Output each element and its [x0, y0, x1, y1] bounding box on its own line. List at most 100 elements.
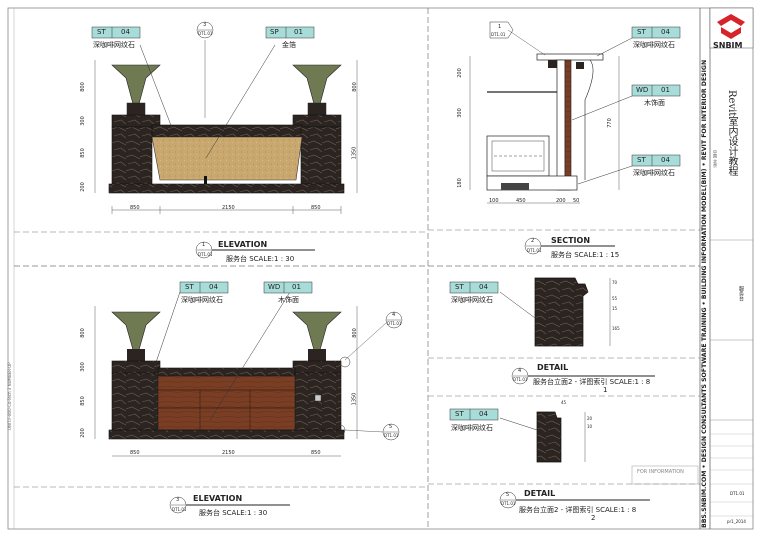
tag-st-3[interactable]	[631, 154, 681, 167]
label-stone-5: 深咖啡网纹石	[451, 296, 493, 304]
section-plinth	[486, 175, 578, 191]
sdim-180-v: 180	[456, 178, 463, 188]
wood-panel	[157, 375, 296, 431]
callout-3-ref: DT1.01	[198, 31, 213, 36]
dim-850-a: 850	[130, 205, 140, 211]
gold-panel-mark	[204, 176, 207, 188]
tag-st-5-code: ST	[455, 283, 464, 291]
detail1-profile	[534, 277, 589, 347]
dim-2150-a: 2150	[222, 205, 235, 211]
elev2-num: 3	[176, 497, 180, 503]
elev1-num: 1	[202, 242, 206, 248]
callout-5-ref: DT1.01	[384, 433, 399, 438]
det1-dim-165: 165	[612, 326, 620, 331]
elevation-1	[91, 21, 358, 214]
tag-st-3-num: 04	[661, 156, 670, 164]
sheet-border	[7, 7, 754, 530]
logo-icon	[717, 14, 745, 39]
pier-left	[111, 126, 153, 185]
section-lamp	[584, 59, 594, 180]
for-info-label: FOR INFORMATION	[637, 469, 684, 475]
det2-ref: DT1.01	[501, 501, 516, 506]
elev2-subtitle: 服务台 SCALE:1 : 30	[199, 509, 268, 517]
section-subtitle: 服务台 SCALE:1 : 15	[551, 251, 620, 259]
tag-wd-1[interactable]	[631, 84, 681, 97]
dim-300-a: 300	[79, 116, 86, 126]
tag-st-2[interactable]	[631, 26, 681, 39]
leader-st	[139, 44, 173, 129]
tag-sp-1[interactable]	[265, 26, 315, 39]
tag-st-6-num: 04	[479, 410, 488, 418]
plinth	[108, 183, 345, 194]
label-wood-1: 木饰面	[644, 99, 665, 107]
elev1-ref: DT1.01	[198, 252, 213, 257]
callout-1-ref: DT1.01	[491, 32, 506, 37]
label-stone-4: 深咖啡网纹石	[181, 296, 223, 304]
det1-dim-15: 15	[612, 306, 618, 311]
tag-wd-2-num: 01	[292, 283, 301, 291]
tag-st-6[interactable]	[449, 408, 499, 421]
label-gold: 金箔	[282, 41, 296, 49]
title-block	[699, 7, 754, 529]
section-post	[556, 59, 566, 191]
dim2-1350: 1350	[351, 392, 358, 406]
det2-dim-45: 45	[561, 400, 567, 405]
plinth2	[108, 429, 345, 440]
section-top	[536, 53, 604, 61]
tag-st-2-num: 04	[661, 28, 670, 36]
callout-3-num: 3	[203, 22, 207, 28]
label-stone-6: 深咖啡网纹石	[451, 424, 493, 432]
dim2-800-a: 800	[79, 328, 86, 338]
callout-5-num: 5	[389, 424, 393, 430]
dim-200-a: 200	[79, 182, 86, 192]
tag-wd-2[interactable]	[263, 281, 313, 294]
det1-dim-70: 70	[612, 280, 618, 285]
section-ref: DT1.01	[527, 248, 542, 253]
view-title-markers	[169, 237, 655, 514]
section-view	[469, 21, 681, 204]
tag-st-2-code: ST	[637, 28, 646, 36]
det2-dim-10: 10	[587, 424, 593, 429]
dim-800-a: 800	[79, 82, 86, 92]
sheet-number: DT1.01	[730, 491, 745, 496]
tag-st-1-code: ST	[97, 28, 106, 36]
pier2-left	[111, 372, 159, 431]
pier2-right	[294, 372, 342, 431]
det2-title: DETAIL	[524, 489, 556, 498]
detail5-marker	[334, 424, 346, 436]
logo-text: SNBIM	[713, 41, 743, 50]
det1-subtitle: 服务台立面2 - 详图索引 SCALE:1 : 8	[533, 378, 651, 386]
leader-section-st	[596, 37, 633, 57]
dim2-850-c: 850	[79, 396, 86, 406]
detail4-marker	[339, 356, 351, 368]
leader-section-st2	[577, 165, 633, 185]
det2-dim-20: 20	[587, 416, 593, 421]
label-wood-2: 木饰面	[278, 296, 299, 304]
planter-right	[292, 64, 342, 105]
elev2-ref: DT1.01	[172, 507, 187, 512]
left-strip-text: UNIT.F-800-Co-Tech 3 NUMBER-UP	[7, 362, 12, 430]
for-info-box	[631, 465, 699, 485]
sdim-300-v: 300	[456, 108, 463, 118]
det1-dim-55: 55	[612, 296, 618, 301]
callout-4-ref: DT1.01	[387, 321, 402, 326]
tag-st-3-code: ST	[637, 156, 646, 164]
counter2-top-mid	[157, 367, 296, 377]
tag-st-1[interactable]	[91, 26, 141, 39]
label-stone-2: 深咖啡网纹石	[633, 41, 675, 49]
planter2-right	[292, 311, 342, 351]
callout-1[interactable]	[489, 21, 514, 39]
dim2-800-b: 800	[351, 328, 358, 338]
section-foot	[501, 183, 529, 190]
tag-st-4[interactable]	[179, 281, 229, 294]
counter2-top-right	[292, 360, 342, 374]
tag-wd-1-num: 01	[661, 86, 670, 94]
det1-idx: 1	[603, 386, 608, 394]
label-stone-3: 深咖啡网纹石	[633, 169, 675, 177]
det1-ref: DT1.01	[513, 377, 528, 382]
elev2-title: ELEVATION	[193, 494, 243, 503]
section-wood-panel	[564, 59, 572, 191]
dim2-200-a: 200	[79, 428, 86, 438]
tag-st-5[interactable]	[449, 281, 499, 294]
